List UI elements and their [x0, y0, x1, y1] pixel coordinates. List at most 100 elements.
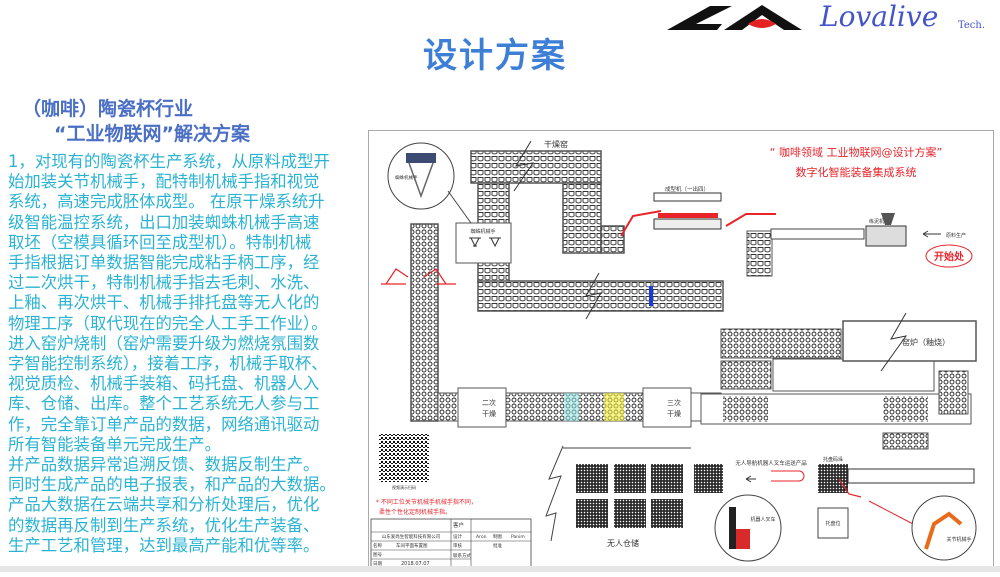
- body-line: 级智能温控系统，出口加装蜘蛛机械手高速: [8, 212, 320, 232]
- body-line: 上釉、再次烘干、机械手排托盘等无人化的: [8, 293, 320, 313]
- label-spider-robot-inset: 蜘蛛机械手: [395, 174, 418, 181]
- body-line: 系统，高速完成胚体成型。 在原干燥系统升: [8, 192, 325, 212]
- qr-caption: 视频演示扫码: [392, 484, 416, 490]
- label-kiln: 窑炉（釉烧）: [902, 337, 950, 347]
- body-line: 并产品数据异常追溯反馈、数据反制生产。: [8, 455, 320, 475]
- factory-layout-diagram: “ 咖啡领域 工业物联网@设计方案” 数字化智能装备集成系统 干燥窑 蜘蛛机械手…: [368, 130, 994, 572]
- conveyor: [770, 228, 865, 240]
- body-line: 同时生成产品的电子报表，和产品的大数据。: [8, 475, 336, 495]
- pug-mill-extruder: [865, 213, 907, 247]
- cup-row: [437, 392, 459, 422]
- label-third-drying-1: 三次: [667, 398, 681, 407]
- mold-rack: [746, 230, 773, 277]
- robot-arm-icon: [838, 478, 862, 498]
- robot-arm-icon: [381, 268, 456, 285]
- drafter-name: Panim: [511, 534, 525, 540]
- body-line: 始加装关节机械手，配特制机械手指和视觉: [8, 172, 320, 192]
- pallet-stack: [818, 464, 848, 493]
- spider-robot-station: [455, 222, 512, 264]
- label-spider-robot: 蜘蛛机械手: [470, 228, 495, 235]
- glaze-station: [564, 393, 579, 421]
- body-line: 库、仓储、出库。整个工艺系统无人参与工: [8, 394, 320, 414]
- industrial-robot-icon: [924, 511, 963, 550]
- note-line2: 柔性个性化定制机械手指。: [379, 508, 451, 516]
- label-forming-machine: 成型机（一出四）: [665, 185, 709, 193]
- layout-drawing: “ 咖啡领域 工业物联网@设计方案” 数字化智能装备集成系统 干燥窑 蜘蛛机械手…: [370, 139, 977, 568]
- diagram-title-line1: “ 咖啡领域 工业物联网@设计方案”: [770, 145, 942, 159]
- diagram-title-line2: 数字化智能装备集成系统: [796, 165, 917, 179]
- company-name: 山东爱尚生智能科技有限公司: [382, 533, 441, 540]
- forklift-icon: [729, 507, 750, 549]
- body-line: 作，完全靠订单产品的数据，网络通讯驱动: [8, 414, 320, 434]
- label-warehouse: 无人仓储: [607, 538, 639, 548]
- warehouse-grids: [545, 445, 723, 542]
- pre-kiln-row: [720, 328, 842, 359]
- glaze-kiln: [842, 320, 977, 362]
- kiln-exit-column: [938, 370, 969, 415]
- company-logo: [667, 5, 802, 30]
- approve-label: 批准: [493, 542, 502, 549]
- start-marker: [925, 244, 973, 268]
- description-text: 1，对现有的陶瓷杯生产系统，从原料成型开 始加装关节机械手，配特制机械手指和视觉…: [8, 152, 368, 556]
- body-line: 产品大数据在云端共享和分析处理后，优化: [8, 495, 320, 515]
- body-line: 生产工艺和管理，达到最高产能和优等率。: [8, 535, 320, 555]
- label-second-drying-1: 二次: [482, 398, 496, 407]
- body-line: 手指根据订单数据智能完成粘手柄工序，经: [8, 253, 320, 273]
- inspection-row: [882, 432, 929, 450]
- agv-forklift-icon: [771, 470, 805, 482]
- body-line: 进入窑炉烧制（窑炉需要升级为燃烧氛围数: [8, 333, 320, 353]
- slide-title: 设计方案: [423, 36, 567, 76]
- section-heading-line2: “工业物联网”解决方案: [54, 123, 250, 145]
- joint-robot-station: [604, 393, 624, 421]
- body-line: 视觉质检、机械手装箱、码托盘、机器人入: [8, 374, 320, 394]
- body-line: 的数据再反制到生产系统，优化生产装备、: [8, 515, 320, 535]
- body-line: 字智能控制系统），接着工序，机械手取杯、: [8, 354, 328, 374]
- label-robot-arm: 关节机械手: [946, 536, 971, 543]
- note-line1: * 不同工位关节机械手机械手指不同，: [376, 498, 477, 506]
- robot-arm-inset: [911, 495, 977, 561]
- label-third-drying-2: 干燥: [667, 409, 681, 418]
- customer-label: 客户: [453, 521, 464, 529]
- label-empty-pallet: 托盘位: [825, 520, 840, 527]
- body-line: 1，对现有的陶瓷杯生产系统，从原料成型开: [8, 152, 330, 171]
- label-drying-kiln: 干燥窑: [544, 139, 568, 149]
- second-drying: [457, 387, 507, 428]
- forming-machine: [620, 192, 776, 237]
- title-block: 山东爱尚生智能科技有限公司 客户 设计 Aron 制图 Panim 名称 车间平…: [370, 518, 532, 568]
- label-start: 开始处: [934, 250, 965, 263]
- brand-name: Lovalive: [820, 0, 939, 33]
- date-label: 日期: [373, 561, 382, 567]
- label-agv-transport: 无人导航机器人叉车运送产品: [735, 459, 807, 467]
- body-line: 过二次烘干，特制机械手指去毛刺、水洗、: [8, 273, 320, 293]
- design-label: 设计: [453, 533, 462, 540]
- drying-kiln: [410, 140, 724, 422]
- packing-conveyor: [847, 468, 975, 484]
- spider-robot-inset: [387, 142, 455, 210]
- kiln-passage: [772, 358, 935, 392]
- spider-robot-photo-icon: [406, 153, 436, 199]
- empty-pallet: [817, 507, 849, 539]
- arrow-icon: [922, 230, 941, 238]
- section-heading-line1: （咖啡）陶瓷杯行业: [22, 98, 194, 120]
- body-line: 物理工序（取代现在的完全人工手工作业）。: [8, 313, 328, 333]
- spider-robot-icon: [469, 237, 501, 248]
- date-value: 2018.07.07: [401, 561, 430, 567]
- number-label: 图号: [373, 552, 382, 558]
- name-label: 名称: [373, 542, 382, 549]
- drawing-name: 车间平面布置图: [396, 542, 428, 549]
- arrow-left-icon: [745, 475, 756, 483]
- drawing-label: 制图: [493, 533, 502, 540]
- label-forklift: 机器人叉车: [750, 516, 775, 523]
- label-pug-mill: 练泥机: [869, 218, 884, 225]
- designer-name: Aron: [476, 534, 487, 540]
- body-line: 取坯（空模具循环回至成型机）。特制机械: [8, 232, 312, 252]
- brand-suffix: Tech.: [958, 20, 986, 31]
- label-pallet-stacking: 托盘码垛: [823, 456, 843, 463]
- bottom-scroll-strip: [0, 566, 1000, 572]
- forklift-inset: [714, 494, 782, 562]
- label-second-drying-2: 干燥: [482, 409, 496, 418]
- qr-code[interactable]: [379, 434, 429, 482]
- pre-kiln-row: [720, 360, 772, 390]
- third-drying: [642, 387, 692, 428]
- review-label: 审核: [453, 542, 462, 549]
